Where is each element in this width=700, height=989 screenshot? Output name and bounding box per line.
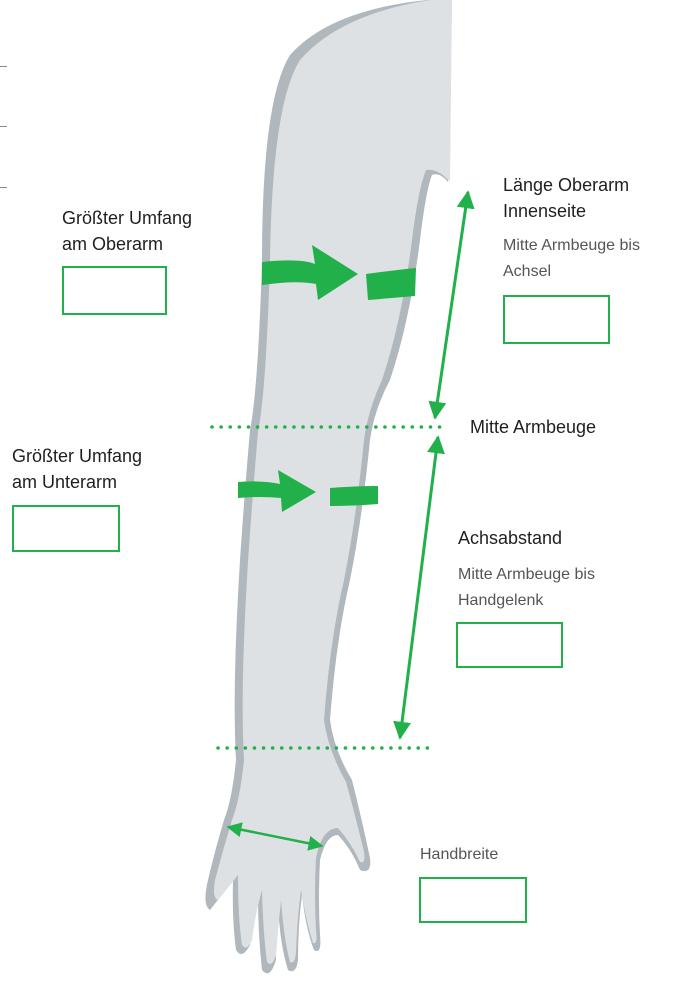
upper-arm-circumference-label-line2: am Oberarm [62,231,163,257]
axis-distance-desc: Mitte Armbeuge bis [458,562,595,588]
axis-distance-arrow [400,437,438,738]
upper-arm-length-desc: Mitte Armbeuge bis [503,233,640,259]
axis-distance-desc-line2: Handgelenk [458,588,543,614]
upper-arm-length-desc-line2: Achsel [503,259,551,285]
upper-arm-length-title: Länge Oberarm [503,172,629,198]
axis-distance-title: Achsabstand [458,525,562,551]
hand-width-label: Handbreite [420,842,498,868]
upper-arm-circumference-label: Größter Umfang [62,205,192,231]
upper-arm-length-box[interactable] [503,295,610,344]
forearm-circumference-box[interactable] [12,505,120,552]
upper-arm-length-arrow [435,192,468,418]
forearm-circumference-arrow-tail [330,486,378,506]
upper-arm-length-title-line2: Innenseite [503,198,586,224]
elbow-line-label: Mitte Armbeuge [470,414,596,440]
forearm-circumference-label: Größter Umfang [12,443,142,469]
hand-width-box[interactable] [419,877,527,923]
forearm-circumference-label-line2: am Unterarm [12,469,117,495]
upper-arm-circumference-box[interactable] [62,266,167,315]
axis-distance-box[interactable] [456,622,563,668]
